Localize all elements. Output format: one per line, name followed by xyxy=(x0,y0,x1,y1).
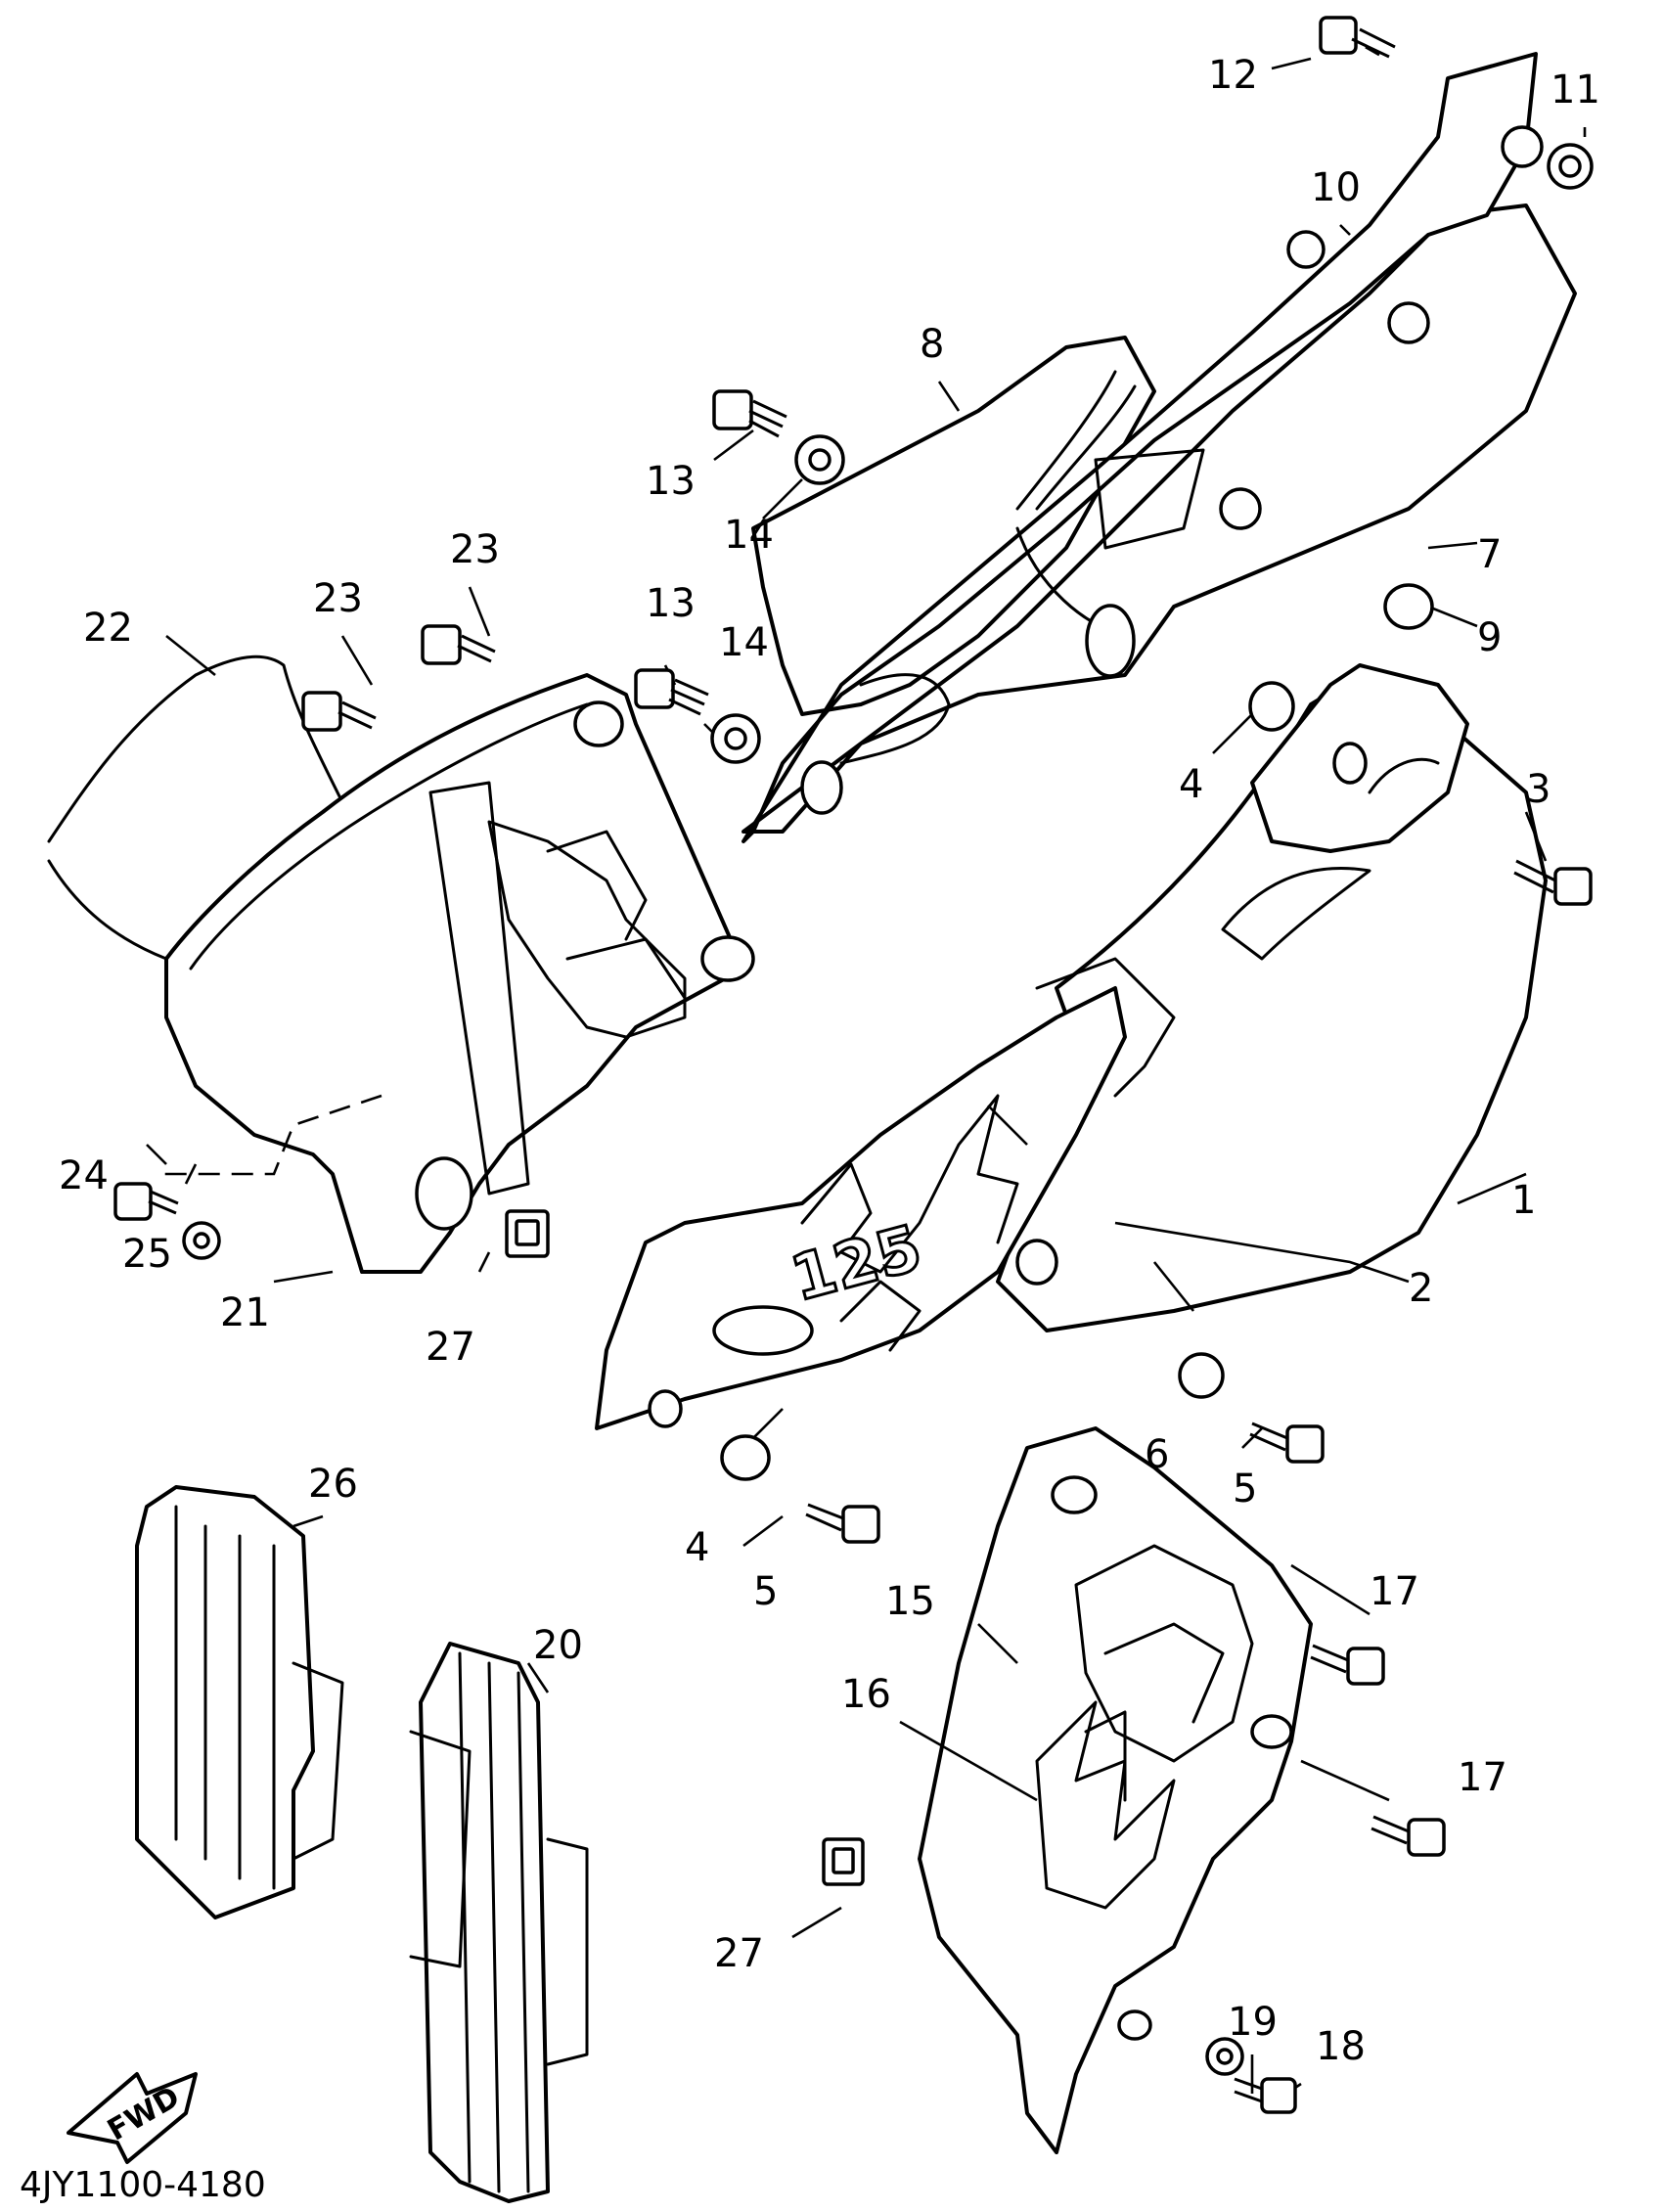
callout-4b: 4 xyxy=(685,1525,709,1570)
bolt-24 xyxy=(113,1182,179,1221)
bolt-13a xyxy=(712,389,787,438)
washer-19 xyxy=(1205,2037,1244,2076)
collar-14a xyxy=(794,434,845,485)
grommet-10 xyxy=(1286,230,1326,269)
part-16-decal xyxy=(1035,1700,1176,1910)
callout-14b: 14 xyxy=(719,620,769,665)
callout-6: 6 xyxy=(1145,1432,1169,1477)
grommet-9 xyxy=(1383,583,1434,630)
callout-18: 18 xyxy=(1316,2024,1366,2069)
callout-8: 8 xyxy=(920,322,944,367)
bolt-18 xyxy=(1234,2077,1297,2114)
callout-11: 11 xyxy=(1551,68,1600,113)
bolt-17a xyxy=(1310,1644,1385,1686)
collar-6 xyxy=(1178,1352,1225,1399)
callout-13a: 13 xyxy=(646,459,696,504)
callout-27b: 27 xyxy=(714,1931,764,1976)
bolt-5b xyxy=(805,1503,880,1544)
part-1-side-cover xyxy=(996,663,1548,1332)
callout-25: 25 xyxy=(122,1232,172,1277)
bolt-23a xyxy=(301,691,377,732)
part-7-side-cover xyxy=(742,52,1577,843)
bolt-5a xyxy=(1249,1422,1325,1464)
bolt-23b xyxy=(421,624,496,665)
part-21-shroud xyxy=(157,673,755,1274)
callout-14a: 14 xyxy=(724,513,774,558)
part-15-shroud xyxy=(918,1426,1313,2154)
callout-22: 22 xyxy=(83,606,133,651)
callout-17a: 17 xyxy=(1370,1569,1419,1614)
callouts: 1 2 3 4 4 5 5 6 7 8 9 10 11 12 13 13 14 … xyxy=(59,53,1600,2069)
part-26-radiator-guard xyxy=(135,1485,344,1919)
callout-13b: 13 xyxy=(646,581,696,626)
callout-7: 7 xyxy=(1477,532,1502,577)
clip-27a xyxy=(505,1209,550,1258)
callout-24: 24 xyxy=(59,1153,109,1198)
part-22-shroud-outline xyxy=(47,655,344,961)
callout-17b: 17 xyxy=(1458,1755,1507,1800)
part-2-decal: 125 xyxy=(595,986,1127,1430)
washer-25 xyxy=(182,1221,221,1260)
callout-3: 3 xyxy=(1526,767,1551,812)
bolt-13b xyxy=(634,668,709,716)
callout-20: 20 xyxy=(533,1623,583,1668)
fasteners xyxy=(113,16,1594,2114)
fwd-arrow: FWD xyxy=(67,2072,198,2164)
bolt-3 xyxy=(1513,859,1593,906)
clip-27b xyxy=(822,1837,865,1886)
bolt-17b xyxy=(1371,1815,1446,1857)
collar-11 xyxy=(1547,143,1594,190)
part-8-cover xyxy=(751,336,1156,716)
part-20-radiator-grill xyxy=(409,1642,589,2203)
callout-21: 21 xyxy=(220,1290,270,1335)
callout-26: 26 xyxy=(308,1462,358,1507)
callout-23a: 23 xyxy=(313,576,363,621)
callout-5b: 5 xyxy=(753,1569,778,1614)
collar-14b xyxy=(710,713,761,764)
grommet-4a xyxy=(1248,681,1295,732)
grommet-4b xyxy=(720,1434,771,1481)
callout-9: 9 xyxy=(1477,615,1502,660)
callout-10: 10 xyxy=(1311,165,1361,210)
callout-23b: 23 xyxy=(450,527,500,572)
callout-12: 12 xyxy=(1208,53,1258,98)
callout-5a: 5 xyxy=(1233,1467,1257,1512)
callout-4a: 4 xyxy=(1179,762,1203,807)
bolt-12 xyxy=(1319,16,1396,59)
callout-16: 16 xyxy=(841,1672,891,1717)
callout-19: 19 xyxy=(1228,2000,1278,2045)
callout-15: 15 xyxy=(885,1579,935,1624)
callout-1: 1 xyxy=(1511,1178,1536,1223)
callout-2: 2 xyxy=(1409,1266,1433,1311)
callout-27a: 27 xyxy=(426,1325,475,1370)
diagram-code: 4JY1100-4180 xyxy=(20,2165,266,2205)
